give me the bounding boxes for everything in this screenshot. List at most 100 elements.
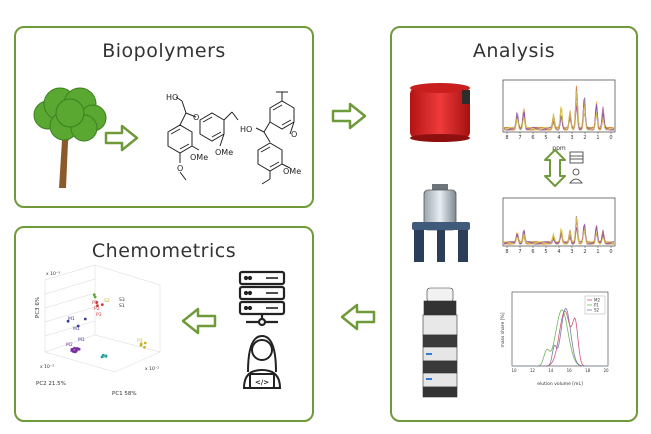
pca-grid-line <box>44 320 96 337</box>
pca-point-label: M1 <box>78 337 85 343</box>
gpc-curve <box>512 307 608 367</box>
pca-point-label: P1 <box>92 300 98 306</box>
pca-point-label: S3 <box>119 297 125 303</box>
pca-scale-z: x 10⁻³ <box>46 271 60 277</box>
pca-point-label: M1 <box>68 316 75 322</box>
nmr-top-xlabel: ppm <box>552 145 566 152</box>
pca-point <box>143 345 146 349</box>
gpc-xlabel: elution volume [mL] <box>537 381 583 387</box>
pca-scale-x: x 10⁻² <box>145 366 159 372</box>
programmer-icon: </> <box>242 334 282 389</box>
pca-point <box>143 341 147 345</box>
pca-grid-line <box>94 264 161 286</box>
ppm-tick-label: 8 <box>505 135 508 141</box>
pca-point-label: S1 <box>119 303 125 309</box>
ppm-tick-label: 7 <box>518 249 521 255</box>
pca-grid-line <box>44 264 96 281</box>
ppm-tick-label: 4 <box>557 135 560 141</box>
pca-point <box>73 346 76 350</box>
pca-point <box>73 350 76 354</box>
ppm-tick-label: 2 <box>583 249 586 255</box>
o-label-left-bottom: O <box>177 164 183 173</box>
ome-label-left-1: OMe <box>215 148 233 157</box>
pca-point <box>139 342 143 346</box>
gpc-tick-label: 10 <box>511 368 517 373</box>
gpc-legend-m2: M2 <box>594 298 600 303</box>
gpc-tick-label: 20 <box>603 368 609 373</box>
pca-point-label: S2 <box>104 298 110 304</box>
pca-point-label: M2 <box>70 348 77 354</box>
ppm-tick-label: 6 <box>531 135 534 141</box>
pca-point-label: M2 <box>66 342 73 348</box>
spectrum-trace <box>503 90 615 131</box>
nmr-magnet-icon <box>412 184 470 262</box>
pca-point <box>92 293 96 297</box>
pca-point <box>66 319 70 323</box>
ppm-tick-label: 4 <box>557 249 560 255</box>
tree-icon <box>33 87 107 188</box>
ppm-tick-label: 0 <box>609 135 612 141</box>
server-icon <box>238 270 286 327</box>
pca-z-label: PC3 6% <box>35 297 41 318</box>
o-label-right: O <box>291 130 297 139</box>
pca-point <box>76 324 80 328</box>
pca-point <box>77 347 81 351</box>
gpc-legend-p1: P1 <box>594 303 599 308</box>
gpc-ylabel: mass share [%] <box>500 312 506 347</box>
pca-point <box>70 347 74 351</box>
pca-grid-line <box>94 334 161 353</box>
pca-grid-line <box>44 351 116 373</box>
pca-point-label: P2 <box>94 306 100 312</box>
ppm-tick-label: 2 <box>583 135 586 141</box>
pca-point <box>96 304 99 307</box>
chemometrics-title: Chemometrics <box>91 240 237 262</box>
mass-spec-icon <box>410 83 470 142</box>
pca-point <box>100 303 104 306</box>
pca-point-label: M1 <box>73 326 80 332</box>
lignin-structure-left <box>167 96 239 181</box>
biopolymers-title: Biopolymers <box>102 40 226 62</box>
gpc-tick-label: 14 <box>548 368 554 373</box>
ppm-tick-label: 0 <box>609 249 612 255</box>
pca-point-label: P3 <box>96 312 102 318</box>
pca-grid-line <box>44 306 96 323</box>
ho-label-left: HO <box>166 93 178 102</box>
ppm-tick-label: 1 <box>596 135 599 141</box>
ppm-tick-label: 6 <box>531 249 534 255</box>
pca-point <box>93 295 97 299</box>
spectrum-trace <box>503 216 615 245</box>
pca-grid-line <box>44 292 96 309</box>
computer-person-icon <box>569 151 584 184</box>
arrow-server-to-pca <box>181 307 217 335</box>
pca-scale-y: x 10⁻² <box>40 364 54 370</box>
analysis-title: Analysis <box>472 40 556 62</box>
arrow-analysis-to-chemometrics <box>340 303 376 331</box>
pca-point <box>104 354 108 358</box>
nmr-spectrum-top: 8 7 6 5 4 3 2 1 0 ppm <box>502 79 616 152</box>
pca-grid-line <box>44 278 96 295</box>
ome-label-right: OMe <box>283 167 301 176</box>
pca-point <box>83 317 87 321</box>
pca-point-label: P3 <box>137 338 143 344</box>
arrow-tree-to-structures <box>104 124 139 152</box>
ppm-tick-label: 8 <box>505 249 508 255</box>
ppm-tick-label: 7 <box>518 135 521 141</box>
gpc-tick-label: 18 <box>585 368 591 373</box>
svg-text:</>: </> <box>255 379 269 387</box>
pca-x-label: PC1 58% <box>112 391 137 397</box>
pca-grid-line <box>114 351 161 373</box>
ppm-tick-label: 5 <box>544 249 547 255</box>
ome-label-left-2: OMe <box>190 153 208 162</box>
ppm-tick-label: 3 <box>570 135 573 141</box>
pca-point-label: S1 <box>102 354 108 360</box>
ppm-tick-label: 3 <box>570 249 573 255</box>
arrow-biopolymers-to-analysis <box>331 102 367 130</box>
ppm-tick-label: 5 <box>544 135 547 141</box>
gpc-legend: M2 P1 S2 <box>584 295 606 315</box>
pca-point <box>95 301 99 304</box>
gpc-instrument-icon <box>422 287 458 398</box>
